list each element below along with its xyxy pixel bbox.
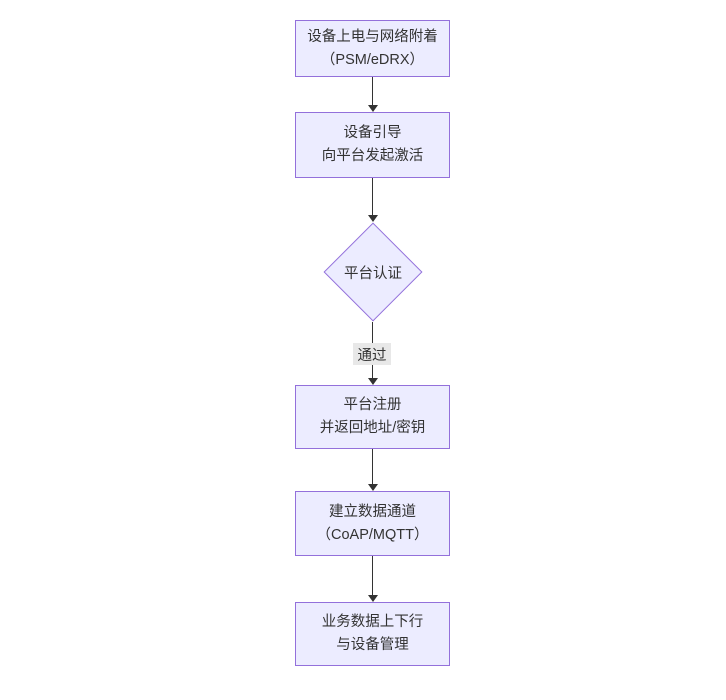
node-biz-line1: 业务数据上下行: [321, 614, 424, 630]
node-boot-line1: 设备引导: [343, 125, 402, 141]
arrow-down-icon: [368, 105, 378, 112]
node-reg-line1: 平台注册: [343, 397, 402, 413]
node-reg-line2: 并返回地址/密钥: [319, 420, 426, 436]
edge-label-pass: 通过: [353, 343, 391, 365]
node-boot-line2: 向平台发起激活: [321, 148, 424, 164]
node-power-network-attach: 设备上电与网络附着 （PSM/eDRX）: [295, 20, 450, 77]
edge-channel-to-business: [372, 556, 373, 595]
arrow-down-icon: [368, 484, 378, 491]
node-power-line2: （PSM/eDRX）: [320, 51, 425, 68]
arrow-down-icon: [368, 378, 378, 385]
node-biz-line2: 与设备管理: [336, 637, 409, 653]
node-chan-line1: 建立数据通道: [329, 503, 416, 520]
edge-bootstrap-to-auth: [372, 178, 373, 215]
node-device-bootstrap: 设备引导 向平台发起激活: [295, 112, 450, 178]
edge-register-to-channel: [372, 449, 373, 484]
node-business-data: 业务数据上下行 与设备管理: [295, 602, 450, 666]
node-platform-register: 平台注册 并返回地址/密钥: [295, 385, 450, 449]
node-chan-line2: （CoAP/MQTT）: [316, 526, 429, 543]
node-platform-auth-decision: 平台认证: [323, 222, 423, 322]
node-power-line1: 设备上电与网络附着: [307, 28, 438, 45]
edge-power-to-bootstrap: [372, 77, 373, 105]
arrow-down-icon: [368, 595, 378, 602]
node-auth-label: 平台认证: [344, 265, 402, 282]
node-data-channel: 建立数据通道 （CoAP/MQTT）: [295, 491, 450, 556]
arrow-down-icon: [368, 215, 378, 222]
